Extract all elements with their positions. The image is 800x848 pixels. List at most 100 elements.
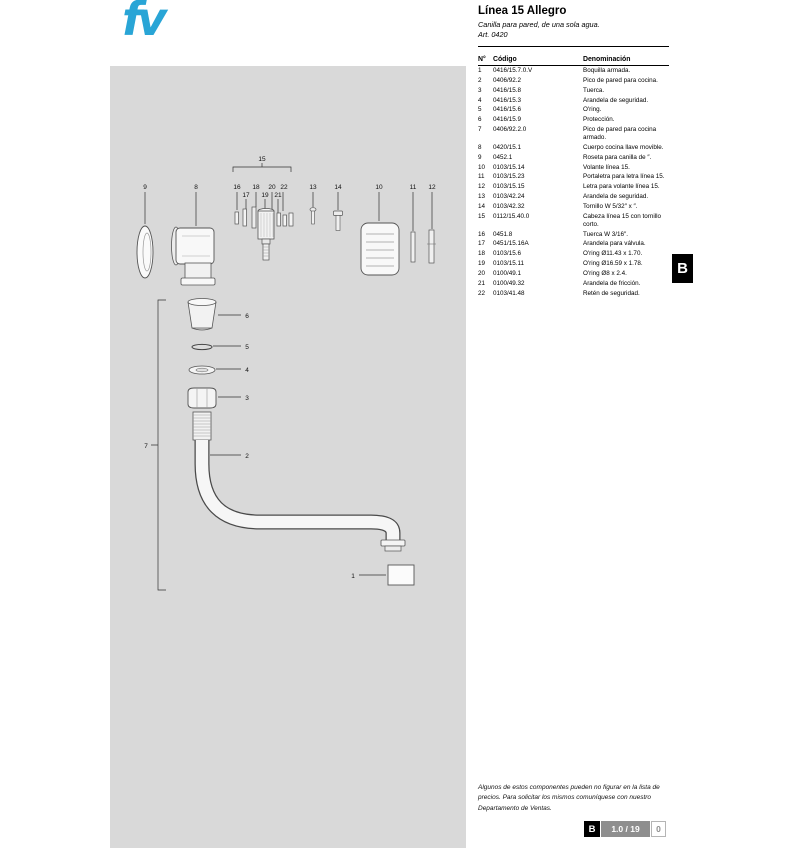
callout-19: 19: [261, 192, 269, 199]
callout-10: 10: [375, 184, 383, 191]
cell-den: O'ring Ø11.43 x 1.70.: [583, 250, 643, 258]
section-tab-label: B: [677, 260, 688, 277]
bracket-7: [151, 299, 166, 591]
cell-den: Tuerca W 3/16″.: [583, 230, 629, 238]
cell-n: 9: [478, 153, 482, 161]
callout-6: 6: [245, 313, 249, 320]
article-number: Art. 0420: [478, 30, 508, 39]
cell-den: Retén de seguridad.: [583, 289, 640, 297]
table-row: 6 0416/15.9 Protección.: [478, 115, 669, 125]
cell-n: 19: [478, 260, 486, 268]
part-oring: [191, 343, 213, 351]
callout-4: 4: [245, 367, 249, 374]
exploded-diagram: 9 8 15 16 17 18 19 20 21 22 13 14 10 11 …: [136, 156, 436, 591]
cell-n: 7: [478, 126, 482, 134]
callout-2: 2: [245, 453, 249, 460]
callout-5: 5: [245, 344, 249, 351]
callout-14: 14: [334, 184, 342, 191]
part-head-assembly: [234, 206, 294, 261]
cell-n: 6: [478, 116, 482, 124]
cell-codigo: 0103/42.24: [493, 193, 525, 201]
callout-16: 16: [233, 184, 241, 191]
header-block: Línea 15 Allegro Canilla para pared, de …: [478, 5, 669, 47]
cell-codigo: 0103/42.32: [493, 203, 525, 211]
cell-codigo: 0416/15.3: [493, 96, 522, 104]
cell-den: Arandela de fricción.: [583, 279, 641, 287]
callout-3: 3: [245, 395, 249, 402]
cell-den: O'ring.: [583, 106, 602, 114]
cell-codigo: 0416/15.8: [493, 86, 522, 94]
cell-den: Arandela de seguridad.: [583, 96, 649, 104]
cell-den: Protección.: [583, 116, 615, 124]
callout-9: 9: [143, 184, 147, 191]
callout-15: 15: [258, 156, 266, 163]
callout-20: 20: [268, 184, 276, 191]
page-indicator-letter: B: [584, 821, 600, 837]
col-header-denominacion: Denominación: [583, 56, 669, 66]
cell-codigo: 0406/92.2.0: [493, 126, 527, 134]
cell-codigo: 0416/15.6: [493, 106, 522, 114]
table-row: 16 0451.8 Tuerca W 3/16″.: [478, 230, 669, 240]
callout-17: 17: [242, 192, 250, 199]
callout-8: 8: [194, 184, 198, 191]
cell-den: Arandela para válvula.: [583, 240, 646, 248]
cell-codigo: 0406/92.2: [493, 76, 522, 84]
cell-codigo: 0103/15.23: [493, 173, 525, 181]
cell-den: O'ring Ø16.59 x 1.78.: [583, 260, 643, 268]
page-subtitle: Canilla para pared, de una sola agua.: [478, 20, 600, 29]
part-handle: [360, 222, 400, 276]
cell-codigo: 0452.1: [493, 153, 513, 161]
diagram-panel: 9 8 15 16 17 18 19 20 21 22 13 14 10 11 …: [110, 66, 466, 848]
callout-18: 18: [252, 184, 260, 191]
callout-11: 11: [410, 184, 417, 191]
callout-7: 7: [144, 443, 148, 450]
cell-den: Pico de pared para cocina.: [583, 76, 658, 84]
cell-n: 1: [478, 67, 482, 74]
cell-n: 18: [478, 250, 486, 258]
bracket-15: [232, 163, 292, 172]
footer-note: Algunos de estos componentes pueden no f…: [478, 784, 660, 812]
cell-den: Letra para volante línea 15.: [583, 183, 660, 191]
cell-codigo: 0103/15.11: [493, 260, 525, 268]
cell-den: Roseta para canilla de ″.: [583, 153, 652, 161]
part-screw-handle: [333, 210, 343, 231]
cell-n: 13: [478, 193, 486, 201]
part-index-disc: [427, 229, 436, 264]
cell-n: 15: [478, 212, 486, 220]
table-row: 2 0406/92.2 Pico de pared para cocina.: [478, 76, 669, 86]
cell-codigo: 0451.8: [493, 230, 513, 238]
cell-n: 2: [478, 76, 482, 84]
callout-21: 21: [274, 192, 282, 199]
callout-1: 1: [351, 573, 355, 580]
section-tab: B: [672, 254, 693, 283]
part-protection-cone: [187, 298, 217, 331]
cell-n: 8: [478, 143, 482, 151]
cell-den: Cuerpo cocina llave movible.: [583, 143, 664, 151]
brand-logo-text: fv: [122, 0, 167, 46]
cell-den: O'ring Ø8 x 2.4.: [583, 270, 627, 278]
part-washer: [188, 365, 216, 375]
cell-codigo: 0416/15.9: [493, 116, 522, 124]
cell-n: 16: [478, 230, 486, 238]
cell-codigo: 0100/49.32: [493, 279, 525, 287]
cell-den: Volante línea 15.: [583, 163, 630, 171]
part-screw-small: [309, 207, 317, 225]
cell-n: 3: [478, 86, 482, 94]
part-aerator: [387, 564, 415, 586]
callout-12: 12: [428, 184, 436, 191]
cell-n: 20: [478, 270, 486, 278]
part-rosette: [136, 225, 154, 279]
cell-codigo: 0112/15.40.0: [493, 212, 530, 220]
page-indicator-extra: 0: [651, 821, 666, 837]
